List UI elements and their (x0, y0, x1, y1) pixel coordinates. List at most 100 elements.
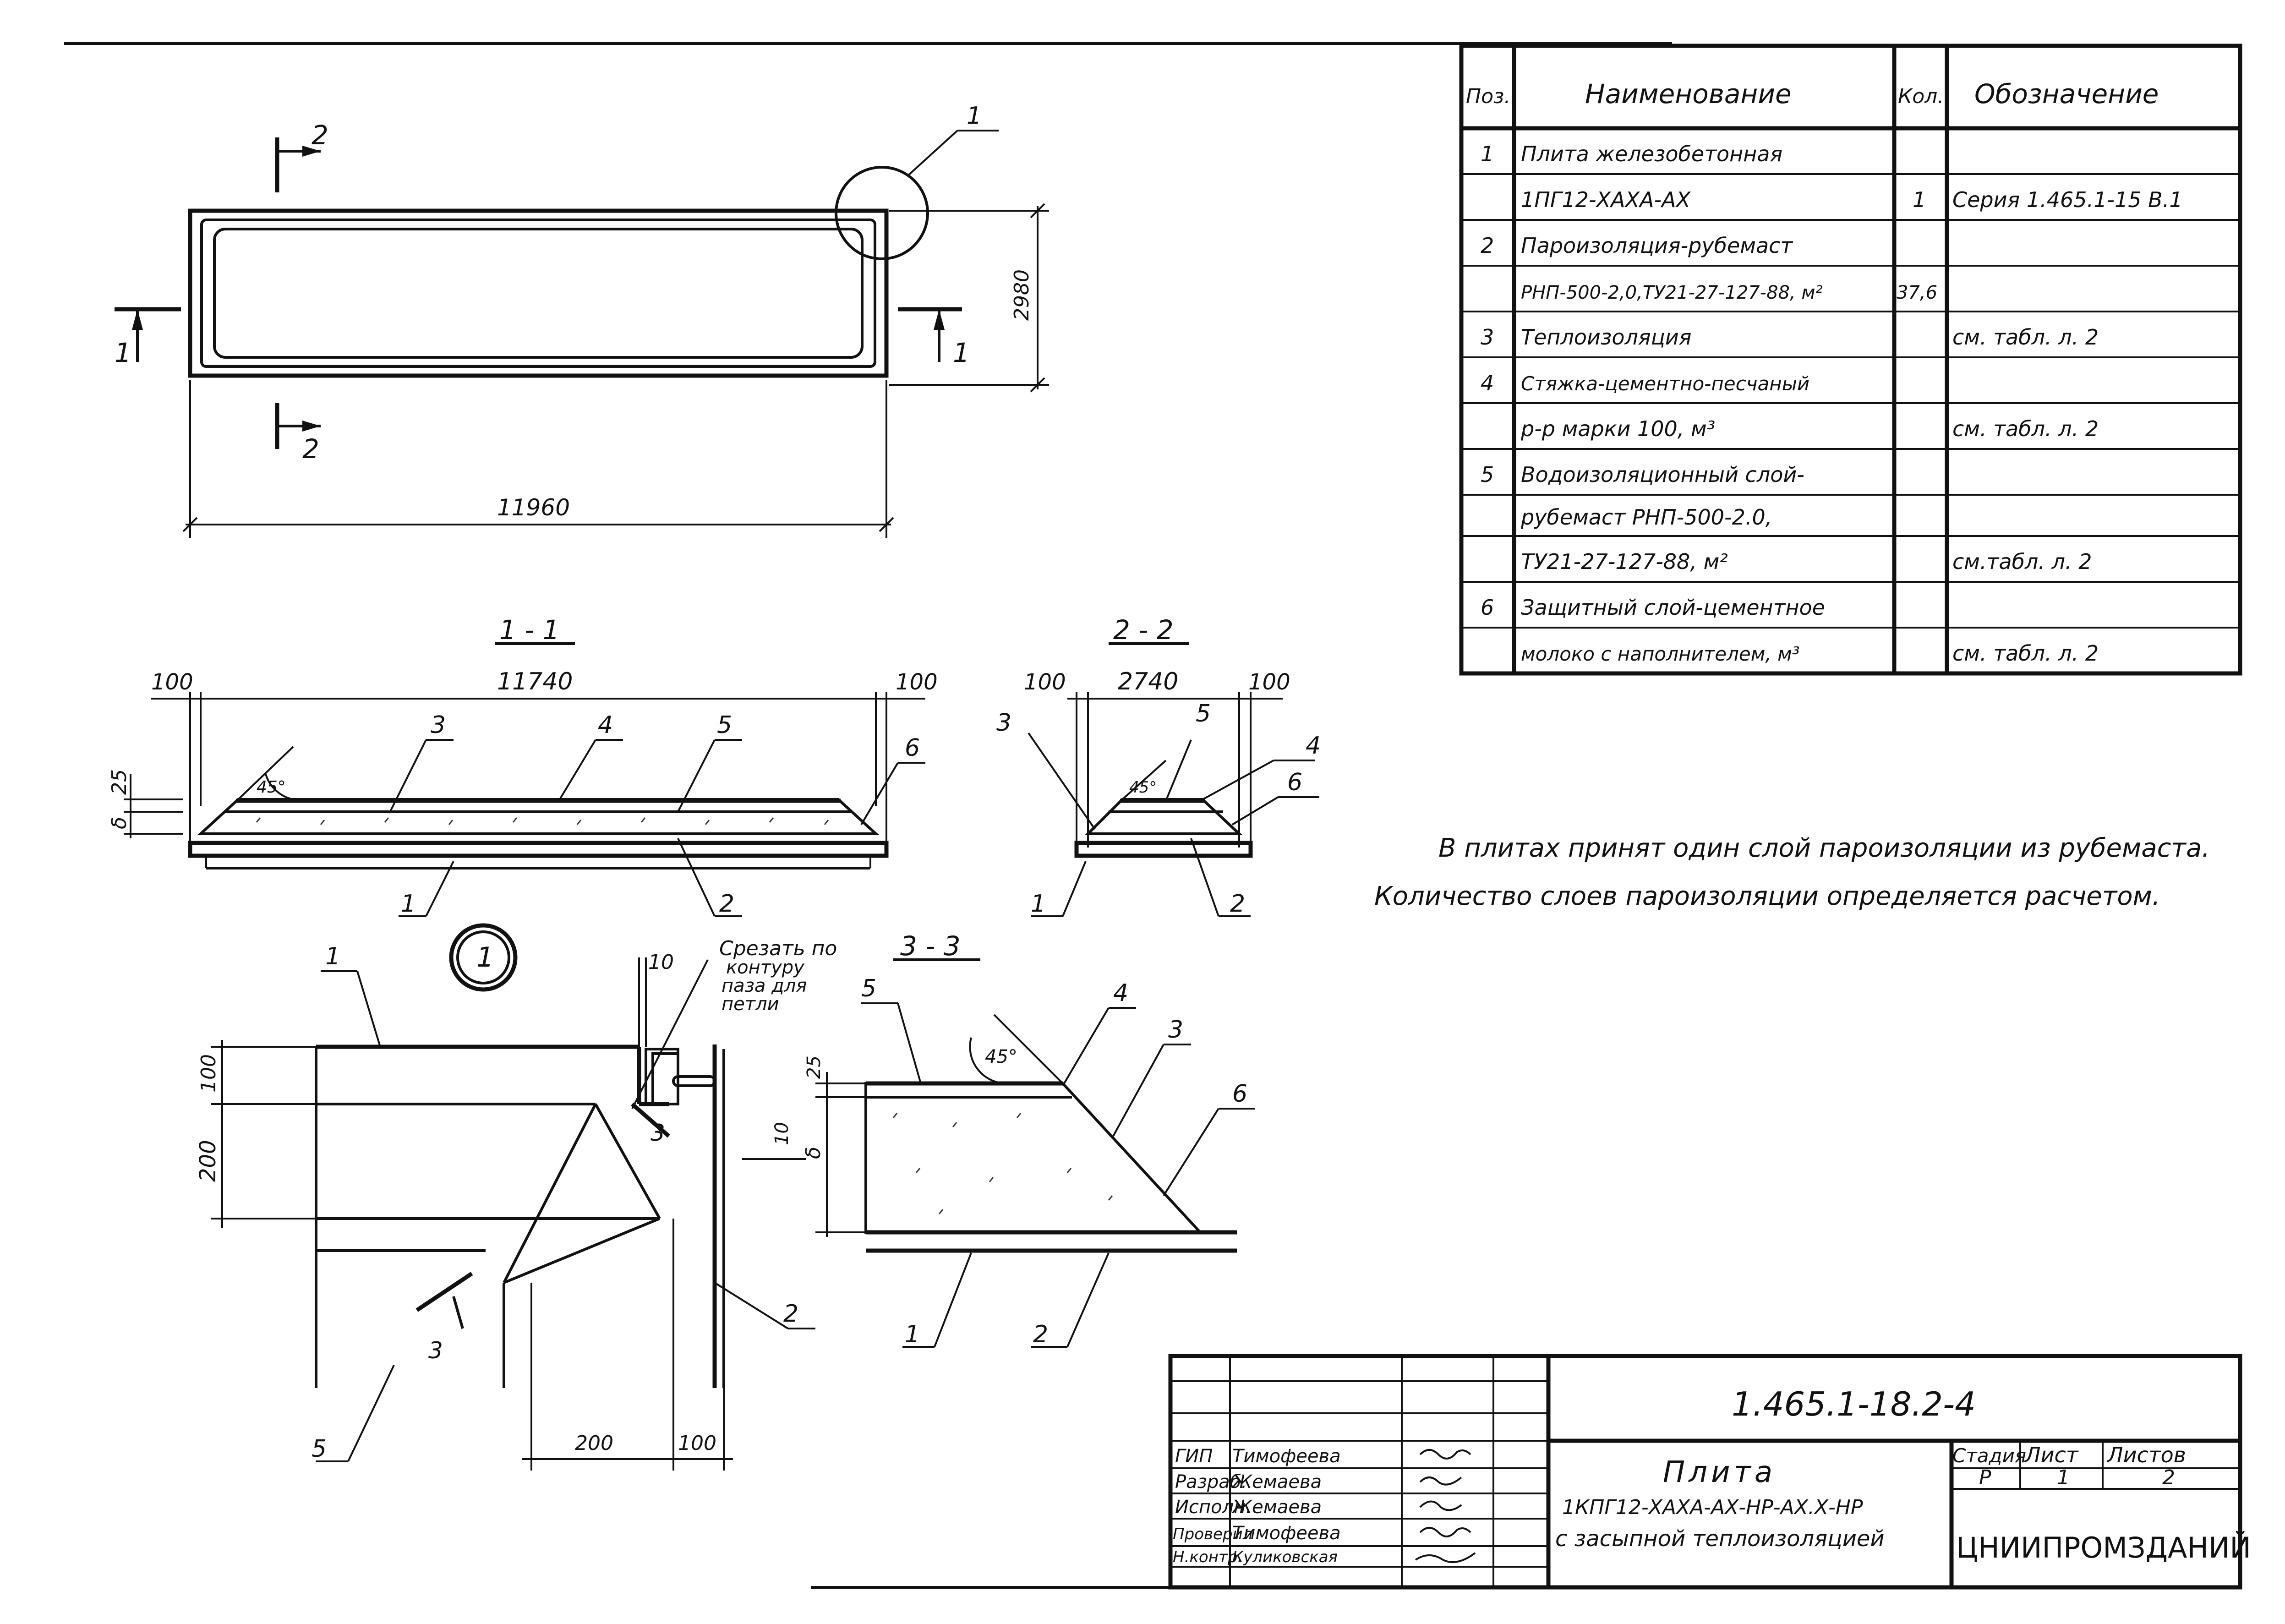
title-line-2: 1КПГ12-ХАХА-АХ-НР-АХ.Х-НР (1562, 1496, 1863, 1519)
plan-width-dim: 2980 (1010, 269, 1033, 321)
role-label: Проверил (1173, 1525, 1252, 1543)
role-label: Исполн. (1175, 1497, 1252, 1518)
signatures (1415, 1449, 1476, 1563)
drawing-code: 1.465.1-18.2-4 (1732, 1385, 1976, 1423)
stage-value: Р (1979, 1466, 1991, 1489)
section-1-1-depth-25: 25 (108, 769, 131, 795)
row-pos: 5 (1481, 462, 1494, 487)
role-name: Тимофеева (1232, 1446, 1341, 1467)
row-name: Пароизоляция-рубемаст (1521, 233, 1793, 258)
title-line-1: Плита (1663, 1455, 1776, 1489)
detail-1-marker-circle (449, 923, 518, 992)
role-name: Жемаева (1231, 1497, 1322, 1518)
section-2-2-label-5: 5 (1196, 700, 1211, 727)
role-label: ГИП (1175, 1446, 1213, 1467)
detail-1-dim-100-top: 100 (197, 1054, 220, 1093)
detail-1-dim-200-bottom: 200 (575, 1432, 613, 1455)
stage-header: Стадия (1952, 1444, 2026, 1467)
header-qty: Кол. (1898, 85, 1944, 108)
cut-1-label-left: 1 (115, 337, 131, 368)
row-name: Теплоизоляция (1521, 325, 1691, 350)
row-pos: 2 (1481, 233, 1494, 258)
callout-label: 1 (967, 102, 982, 130)
row-name: 1ПГ12-ХАХА-АХ (1521, 187, 1691, 212)
sheet-value: 1 (2057, 1466, 2070, 1489)
section-2-2-edge-left: 100 (1024, 669, 1066, 695)
detail-1-label-1: 1 (325, 943, 340, 970)
section-1-1-span: 11740 (497, 668, 573, 695)
row-name: молоко с наполнителем, м³ (1521, 643, 1800, 665)
title-line-3: с засыпной теплоизоляцией (1555, 1526, 1885, 1552)
row-designation: см. табл. л. 2 (1952, 416, 2099, 441)
row-name: рубемаст РНП-500-2.0, (1520, 505, 1772, 530)
detail-1-note-line-1: Срезать по (719, 937, 837, 960)
detail-1-note-line-2: контуру (726, 957, 805, 978)
section-1-1-depth-delta: δ (108, 817, 131, 829)
sheets-header: Листов (2106, 1443, 2186, 1467)
row-pos: 1 (1481, 142, 1494, 166)
plan-view: 1 2 2 1 1 11960 2980 (115, 102, 1049, 538)
detail-1-label-2: 2 (783, 1300, 798, 1328)
plan-length-dim: 11960 (497, 494, 570, 521)
detail-1-dim-100-bottom: 100 (678, 1432, 716, 1455)
section-3-3-dim-delta: δ (802, 1147, 825, 1159)
section-1-1-label-2: 2 (719, 890, 734, 918)
section-2-2-label-3: 3 (996, 709, 1011, 737)
row-qty: 1 (1913, 187, 1926, 212)
section-1-1-label-6: 6 (905, 734, 920, 762)
section-3-3-angle: 45° (985, 1046, 1017, 1067)
section-3-3-label-1: 1 (905, 1321, 920, 1348)
section-3-3-label-4: 4 (1113, 979, 1128, 1007)
role-name: Куликовская (1232, 1548, 1338, 1566)
row-qty: 37,6 (1897, 282, 1937, 303)
row-designation: см.табл. л. 2 (1952, 549, 2092, 574)
header-designation: Обозначение (1974, 78, 2159, 109)
section-3-3-dim-25: 25 (804, 1055, 825, 1079)
section-2-2-label-1: 1 (1031, 890, 1046, 918)
row-name: Плита железобетонная (1521, 142, 1782, 166)
section-1-1: 1 - 1 100 11740 100 45° (108, 614, 938, 918)
section-3-3-label-5: 5 (861, 975, 876, 1002)
detail-1-label-5: 5 (312, 1435, 327, 1463)
spec-table: Поз. Наименование Кол. Обозначение 1 Пли… (1459, 44, 2242, 676)
cut-2-label-bottom: 2 (302, 433, 319, 465)
cut-1-label-right: 1 (953, 337, 970, 368)
plan-mid-rect (200, 219, 876, 368)
sheet-header: Лист (2024, 1443, 2079, 1467)
detail-callout-circle (835, 166, 929, 260)
detail-1-marker-label: 1 (476, 941, 494, 973)
section-2-2-title: 2 - 2 (1113, 614, 1174, 645)
role-name: Тимофеева (1232, 1523, 1341, 1544)
sheets-value: 2 (2162, 1466, 2175, 1489)
cut-2-label-top: 2 (312, 120, 328, 151)
section-2-2-edge-right: 100 (1248, 669, 1290, 695)
section-3-3-label-3: 3 (1168, 1016, 1183, 1044)
detail-1-note-line-3: паза для (722, 975, 807, 996)
section-2-2-span: 2740 (1118, 668, 1178, 695)
row-designation: см. табл. л. 2 (1952, 641, 2099, 666)
detail-1-dim-200-left: 200 (195, 1140, 221, 1182)
section-3-3: 3 - 3 45° 25 δ 10 5 4 3 6 (742, 930, 1255, 1348)
section-2-2-angle: 45° (1129, 778, 1157, 797)
role-label: Разраб. (1175, 1471, 1247, 1493)
row-name: Стяжка-цементно-песчаный (1521, 372, 1809, 395)
section-2-2-label-4: 4 (1306, 732, 1321, 760)
section-1-1-edge-left: 100 (151, 669, 193, 695)
detail-1-cut-3-bottom: 3 (428, 1337, 443, 1364)
section-2-2-label-6: 6 (1287, 769, 1302, 796)
plan-outer-rect (188, 208, 889, 378)
section-3-3-label-2: 2 (1033, 1321, 1048, 1348)
section-1-1-label-1: 1 (401, 890, 416, 918)
section-1-1-label-3: 3 (431, 711, 446, 739)
row-name: РНП-500-2,0,ТУ21-27-127-88, м² (1521, 282, 1823, 303)
org-name: ЦНИИПРОМЗДАНИЙ (1956, 1531, 2251, 1564)
detail-1-cut-3-top: 3 (651, 1120, 665, 1146)
row-designation: Серия 1.465.1-15 В.1 (1952, 187, 2183, 212)
section-1-1-edge-right: 100 (896, 669, 938, 695)
title-block: 1.465.1-18.2-4 ГИП Тимофеева Разраб. Жем… (1168, 1354, 2251, 1590)
row-designation: см. табл. л. 2 (1952, 325, 2099, 350)
section-3-3-title: 3 - 3 (900, 930, 961, 962)
section-1-1-label-5: 5 (717, 711, 732, 739)
note-line-2: Количество слоев пароизоляции определяет… (1374, 881, 2160, 911)
